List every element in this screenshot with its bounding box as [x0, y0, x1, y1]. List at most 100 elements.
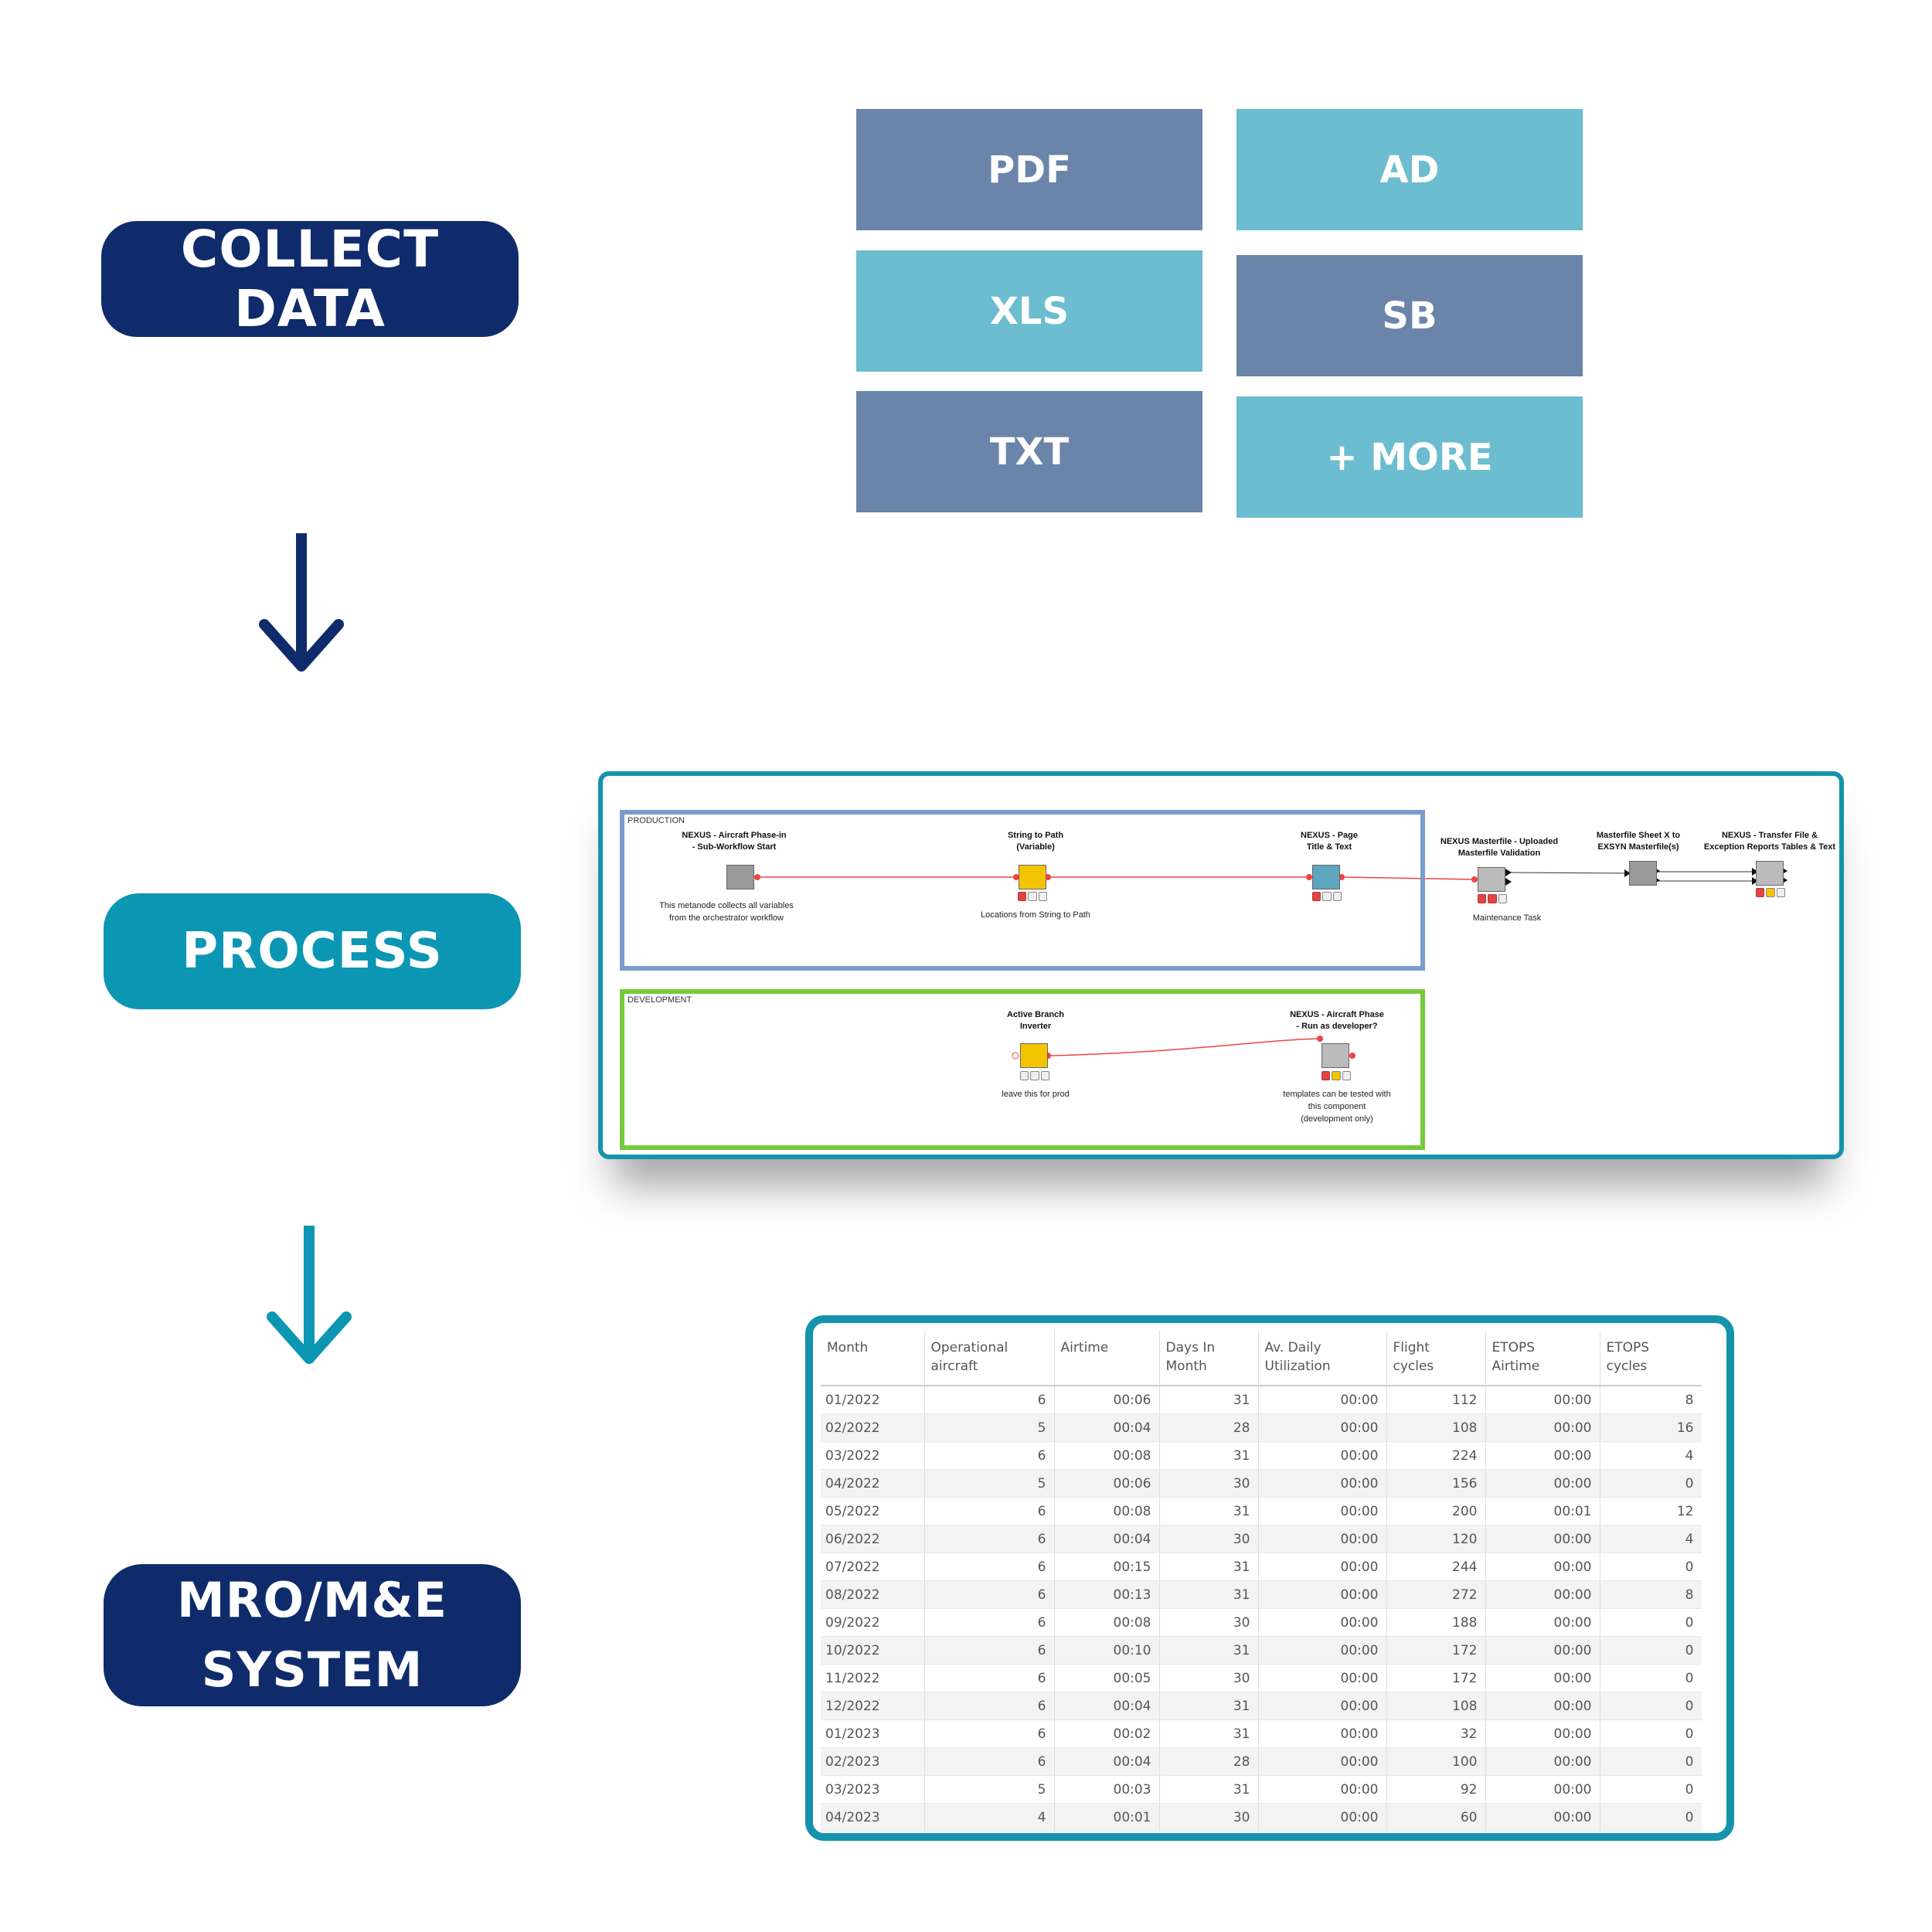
table-cell: 07/2022	[821, 1553, 925, 1581]
node-title: Active Branch Inverter	[1007, 1010, 1064, 1031]
table-cell: 00:05	[1054, 1664, 1160, 1692]
column-header[interactable]: Days In Month	[1159, 1331, 1259, 1386]
node-status-icon	[1312, 892, 1342, 901]
table-cell: 00:00	[1485, 1441, 1600, 1470]
component-node-icon[interactable]	[1312, 865, 1340, 889]
node-title: NEXUS - Page Title & Text	[1301, 831, 1358, 852]
table-cell: 00:00	[1485, 1580, 1600, 1609]
process-step: PROCESS	[104, 893, 521, 1009]
table-cell: 00:00	[1485, 1386, 1600, 1414]
table-cell: 100	[1386, 1747, 1486, 1776]
utilization-table-viewport[interactable]: Month Operational aircraft Airtime Days …	[821, 1331, 1702, 1833]
table-cell: 4	[924, 1803, 1055, 1832]
table-cell: 224	[1386, 1441, 1486, 1470]
metanode-icon[interactable]	[726, 865, 754, 889]
workflow-connections	[754, 867, 1787, 1060]
table-cell: 5	[924, 1469, 1055, 1498]
table-cell: 0	[1600, 1719, 1702, 1748]
column-header[interactable]: ETOPS cycles	[1600, 1331, 1702, 1386]
collect-data-step: COLLECT DATA	[101, 219, 519, 338]
component-node-icon[interactable]	[1321, 1043, 1349, 1068]
table-cell: 31	[1159, 1580, 1259, 1609]
node-status-icon	[1020, 1071, 1049, 1080]
file-type-tile-xls: XLS	[856, 250, 1202, 372]
production-label: PRODUCTION	[628, 816, 685, 825]
node-note: templates can be tested with this compon…	[1283, 1090, 1391, 1124]
table-cell: 00:00	[1258, 1580, 1387, 1609]
table-cell: 00:06	[1054, 1469, 1160, 1498]
component-node-icon[interactable]	[1478, 867, 1505, 892]
table-cell: 6	[924, 1497, 1055, 1526]
table-cell: 04/2022	[821, 1469, 925, 1498]
table-cell: 0	[1600, 1553, 1702, 1581]
metanode-icon[interactable]	[1629, 861, 1657, 886]
table-cell: 8	[1600, 1580, 1702, 1609]
workflow-screenshot: PRODUCTION DEVELOPMENT NEXUS - Aircraft …	[598, 771, 1844, 1159]
node-note: Maintenance Task	[1472, 913, 1542, 923]
mro-label-line1: MRO/M&E	[177, 1572, 447, 1628]
table-cell: 8	[1600, 1386, 1702, 1414]
table-cell: 00:08	[1054, 1608, 1160, 1637]
table-cell: 6	[924, 1719, 1055, 1748]
development-group: DEVELOPMENT	[620, 989, 1425, 1150]
node-status-icon	[1478, 894, 1507, 903]
branch-node-icon[interactable]	[1020, 1043, 1048, 1068]
table-cell: 00:00	[1258, 1803, 1387, 1832]
file-type-tile-ad: AD	[1236, 109, 1583, 230]
table-cell: 00:00	[1258, 1497, 1387, 1526]
table-header-row: Month Operational aircraft Airtime Days …	[821, 1331, 1702, 1386]
table-cell: 00:01	[1054, 1803, 1160, 1832]
table-cell: 6	[924, 1441, 1055, 1470]
table-cell: 30	[1159, 1525, 1259, 1553]
table-cell: 00:00	[1258, 1692, 1387, 1720]
table-cell: 0	[1600, 1608, 1702, 1637]
table-cell: 30	[1159, 1469, 1259, 1498]
file-type-label: + MORE	[1326, 435, 1493, 479]
table-cell: 00:13	[1054, 1580, 1160, 1609]
table-cell: 00:00	[1485, 1747, 1600, 1776]
table-cell: 31	[1159, 1386, 1259, 1414]
table-cell: 31	[1159, 1636, 1259, 1665]
table-cell: 03/2022	[821, 1441, 925, 1470]
table-cell: 00:00	[1258, 1413, 1387, 1442]
column-header[interactable]: Airtime	[1054, 1331, 1160, 1386]
table-cell: 00:04	[1054, 1747, 1160, 1776]
node-note: This metanode collects all variables fro…	[659, 901, 794, 923]
table-cell: 6	[924, 1608, 1055, 1637]
table-cell: 02/2023	[821, 1747, 925, 1776]
table-cell: 06/2022	[821, 1525, 925, 1553]
table-cell: 0	[1600, 1664, 1702, 1692]
table-cell: 00:00	[1485, 1692, 1600, 1720]
table-cell: 6	[924, 1664, 1055, 1692]
column-header[interactable]: Av. Daily Utilization	[1258, 1331, 1387, 1386]
column-header[interactable]: Month	[821, 1331, 925, 1386]
file-type-label: AD	[1379, 148, 1440, 192]
column-header[interactable]: Flight cycles	[1386, 1331, 1486, 1386]
table-cell: 31	[1159, 1692, 1259, 1720]
table-cell: 00:08	[1054, 1441, 1160, 1470]
table-cell: 0	[1600, 1692, 1702, 1720]
down-arrow-icon	[259, 533, 344, 672]
component-node-icon[interactable]	[1756, 861, 1784, 886]
table-cell: 28	[1159, 1747, 1259, 1776]
column-header[interactable]: Operational aircraft	[924, 1331, 1055, 1386]
variable-node-icon[interactable]	[1019, 865, 1046, 889]
column-header[interactable]: ETOPS Airtime	[1485, 1331, 1600, 1386]
development-label: DEVELOPMENT	[628, 995, 692, 1005]
